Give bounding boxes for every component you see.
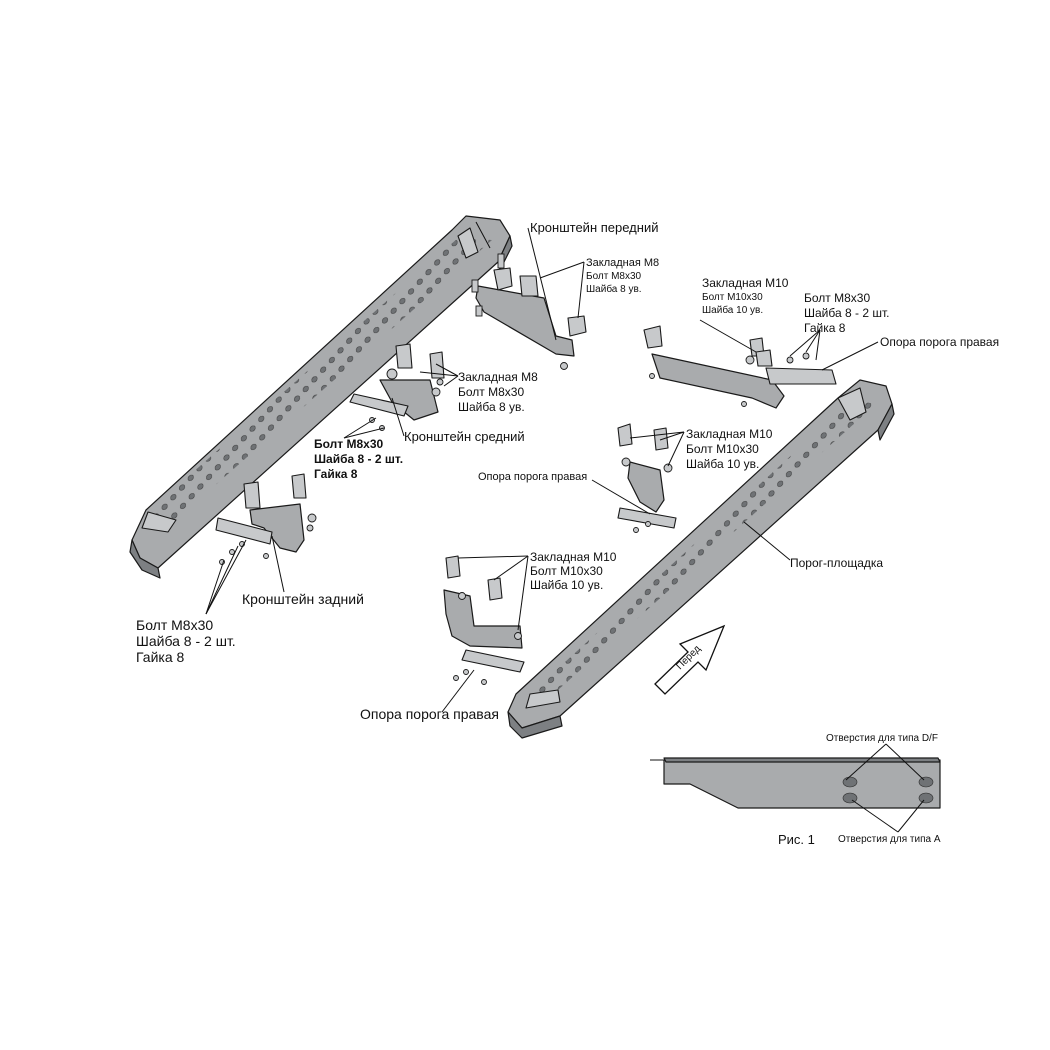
- label-bolt-m8-left-3: Гайка 8: [136, 649, 185, 665]
- label-insert-m8-front-1: Закладная М8: [586, 257, 659, 269]
- hole-detail-figure: [650, 757, 941, 809]
- right-step-board: [507, 379, 895, 739]
- label-bracket-rear: Кронштейн задний: [242, 591, 364, 607]
- label-insert-m8-front-2: Болт М8х30: [586, 271, 642, 282]
- label-insert-m10-low-1: Закладная М10: [530, 550, 617, 564]
- callout-labels: Кронштейн передний Закладная М8 Болт М8х…: [136, 220, 999, 847]
- leader-lines: [205, 227, 925, 833]
- label-step-board: Порог-площадка: [790, 556, 883, 570]
- bracket-rear-part: [215, 473, 317, 565]
- label-bolt-m8-left-1: Болт М8х30: [136, 617, 213, 633]
- label-bolt-m8-left-2: Шайба 8 - 2 шт.: [136, 633, 236, 649]
- label-bolt-m8-mid-2: Шайба 8 - 2 шт.: [314, 452, 403, 466]
- label-holes-a: Отверстия для типа А: [838, 834, 941, 845]
- support-right-top-part: [643, 325, 837, 409]
- label-insert-m8-front-3: Шайба 8 ув.: [586, 283, 642, 295]
- label-insert-m10-low-3: Шайба 10 ув.: [530, 578, 603, 592]
- label-bracket-front: Кронштейн передний: [530, 220, 658, 235]
- label-insert-m10-mid-3: Шайба 10 ув.: [686, 457, 759, 471]
- figure-caption: Рис. 1: [778, 832, 815, 847]
- label-bolt-m8-top-right-2: Шайба 8 - 2 шт.: [804, 306, 889, 320]
- label-insert-m10-mid-1: Закладная М10: [686, 427, 773, 441]
- front-direction-arrow: Перед: [654, 624, 726, 695]
- support-right-bottom-part: [443, 555, 525, 685]
- bracket-middle-part: [349, 343, 445, 431]
- label-insert-m10-mid-2: Болт М10х30: [686, 442, 759, 456]
- label-insert-m8-mid-1: Закладная М8: [458, 370, 538, 384]
- left-step-board: [129, 215, 513, 579]
- label-bolt-m8-mid-3: Гайка 8: [314, 467, 358, 481]
- label-insert-m10-top-2: Болт М10х30: [702, 292, 763, 303]
- label-holes-df: Отверстия для типа D/F: [826, 733, 938, 744]
- label-support-right-bottom: Опора порога правая: [360, 706, 499, 722]
- support-right-mid-part: [617, 423, 677, 533]
- bracket-front-part: [471, 253, 587, 370]
- label-support-right-mid: Опора порога правая: [478, 471, 587, 483]
- label-bolt-m8-mid-1: Болт М8х30: [314, 437, 384, 451]
- label-support-right-top: Опора порога правая: [880, 335, 999, 349]
- label-bracket-middle: Кронштейн средний: [404, 429, 525, 444]
- label-insert-m10-low-2: Болт М10х30: [530, 564, 603, 578]
- label-bolt-m8-top-right-1: Болт М8х30: [804, 291, 870, 305]
- label-insert-m8-mid-3: Шайба 8 ув.: [458, 400, 525, 414]
- label-insert-m8-mid-2: Болт М8х30: [458, 385, 524, 399]
- label-insert-m10-top-3: Шайба 10 ув.: [702, 304, 763, 316]
- label-insert-m10-top-1: Закладная М10: [702, 276, 789, 290]
- label-bolt-m8-top-right-3: Гайка 8: [804, 321, 846, 335]
